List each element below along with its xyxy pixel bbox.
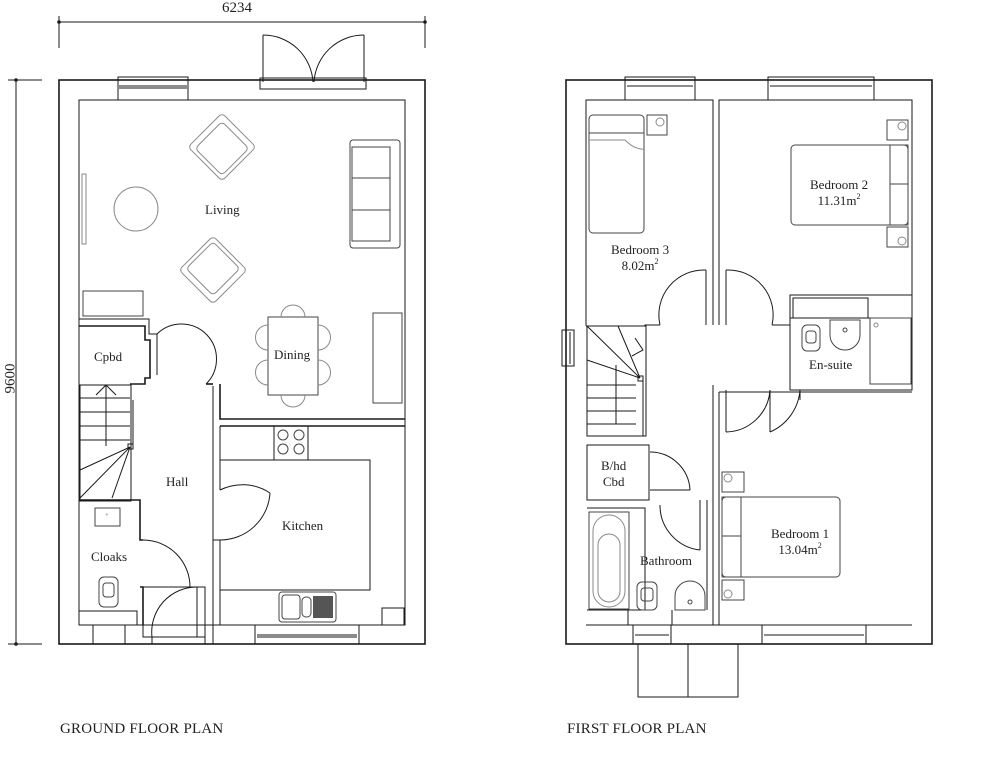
round-table [113, 186, 159, 232]
shower-tray [869, 317, 912, 385]
basin [674, 580, 706, 611]
room-label-bathroom: Bathroom [640, 553, 692, 568]
window [254, 624, 360, 645]
double-bed [721, 471, 841, 601]
window [632, 624, 672, 645]
bedside-table [646, 114, 668, 136]
area-value: 8.02m [621, 258, 655, 273]
room-label-hall: Hall [166, 474, 189, 489]
room-name-line-2: Cbd [602, 474, 625, 489]
room-label-bedroom-2: Bedroom 2 11.31m2 [810, 177, 868, 209]
single-bed [588, 114, 645, 234]
hob [273, 425, 309, 461]
window [624, 76, 696, 101]
room-label-bedroom-3: Bedroom 3 8.02m2 [611, 242, 669, 274]
area-unit-superscript: 2 [856, 192, 861, 201]
toilet [98, 576, 119, 608]
kitchen-sink [278, 591, 337, 623]
armchair [180, 237, 246, 303]
toilet [636, 581, 658, 611]
room-area: 11.31m2 [810, 193, 868, 209]
sideboard [82, 290, 144, 317]
room-label-cloaks: Cloaks [91, 549, 128, 564]
room-label-bedroom-1: Bedroom 1 13.04m2 [771, 526, 829, 558]
sink [94, 507, 121, 527]
height-dimension-label: 9600 [2, 363, 19, 394]
staircase [586, 325, 647, 437]
front-door [142, 586, 206, 645]
landing-window [561, 329, 575, 367]
svg-text:+: + [105, 513, 109, 519]
room-name: Bedroom 1 [771, 526, 830, 541]
first-floor-plan [561, 76, 933, 698]
room-area: 8.02m2 [611, 258, 669, 274]
ground-floor-plan: + [58, 34, 426, 645]
basin [829, 319, 861, 351]
window [761, 624, 867, 645]
area-unit-superscript: 2 [817, 541, 822, 550]
room-name: Bedroom 3 [611, 242, 670, 257]
room-label-cpbd: Cpbd [94, 349, 123, 364]
sideboard [372, 312, 403, 404]
room-label-ensuite: En-suite [809, 357, 853, 372]
height-dimension-line [8, 78, 42, 646]
armchair [189, 114, 255, 180]
dining-table [255, 304, 331, 408]
toilet [801, 324, 821, 352]
width-dimension-line [57, 16, 427, 48]
room-area: 13.04m2 [771, 542, 829, 558]
bath [588, 511, 630, 610]
room-label-kitchen: Kitchen [282, 518, 324, 533]
french-doors [259, 34, 367, 90]
area-unit-superscript: 2 [654, 257, 659, 266]
area-value: 11.31m [817, 193, 857, 208]
window [117, 76, 189, 101]
window [767, 76, 875, 101]
staircase [79, 384, 134, 502]
porch-roof [637, 643, 739, 698]
room-label-bhd-cbd: B/hd Cbd [601, 458, 626, 490]
room-label-dining: Dining [274, 347, 311, 362]
double-bed [790, 119, 909, 248]
first-floor-caption: FIRST FLOOR PLAN [567, 721, 707, 737]
room-name-line-1: B/hd [601, 458, 627, 473]
sofa [349, 139, 401, 249]
area-value: 13.04m [778, 542, 818, 557]
room-name: Bedroom 2 [810, 177, 869, 192]
width-dimension-label: 6234 [222, 0, 252, 16]
ground-floor-caption: GROUND FLOOR PLAN [60, 721, 224, 737]
room-label-living: Living [205, 202, 240, 217]
